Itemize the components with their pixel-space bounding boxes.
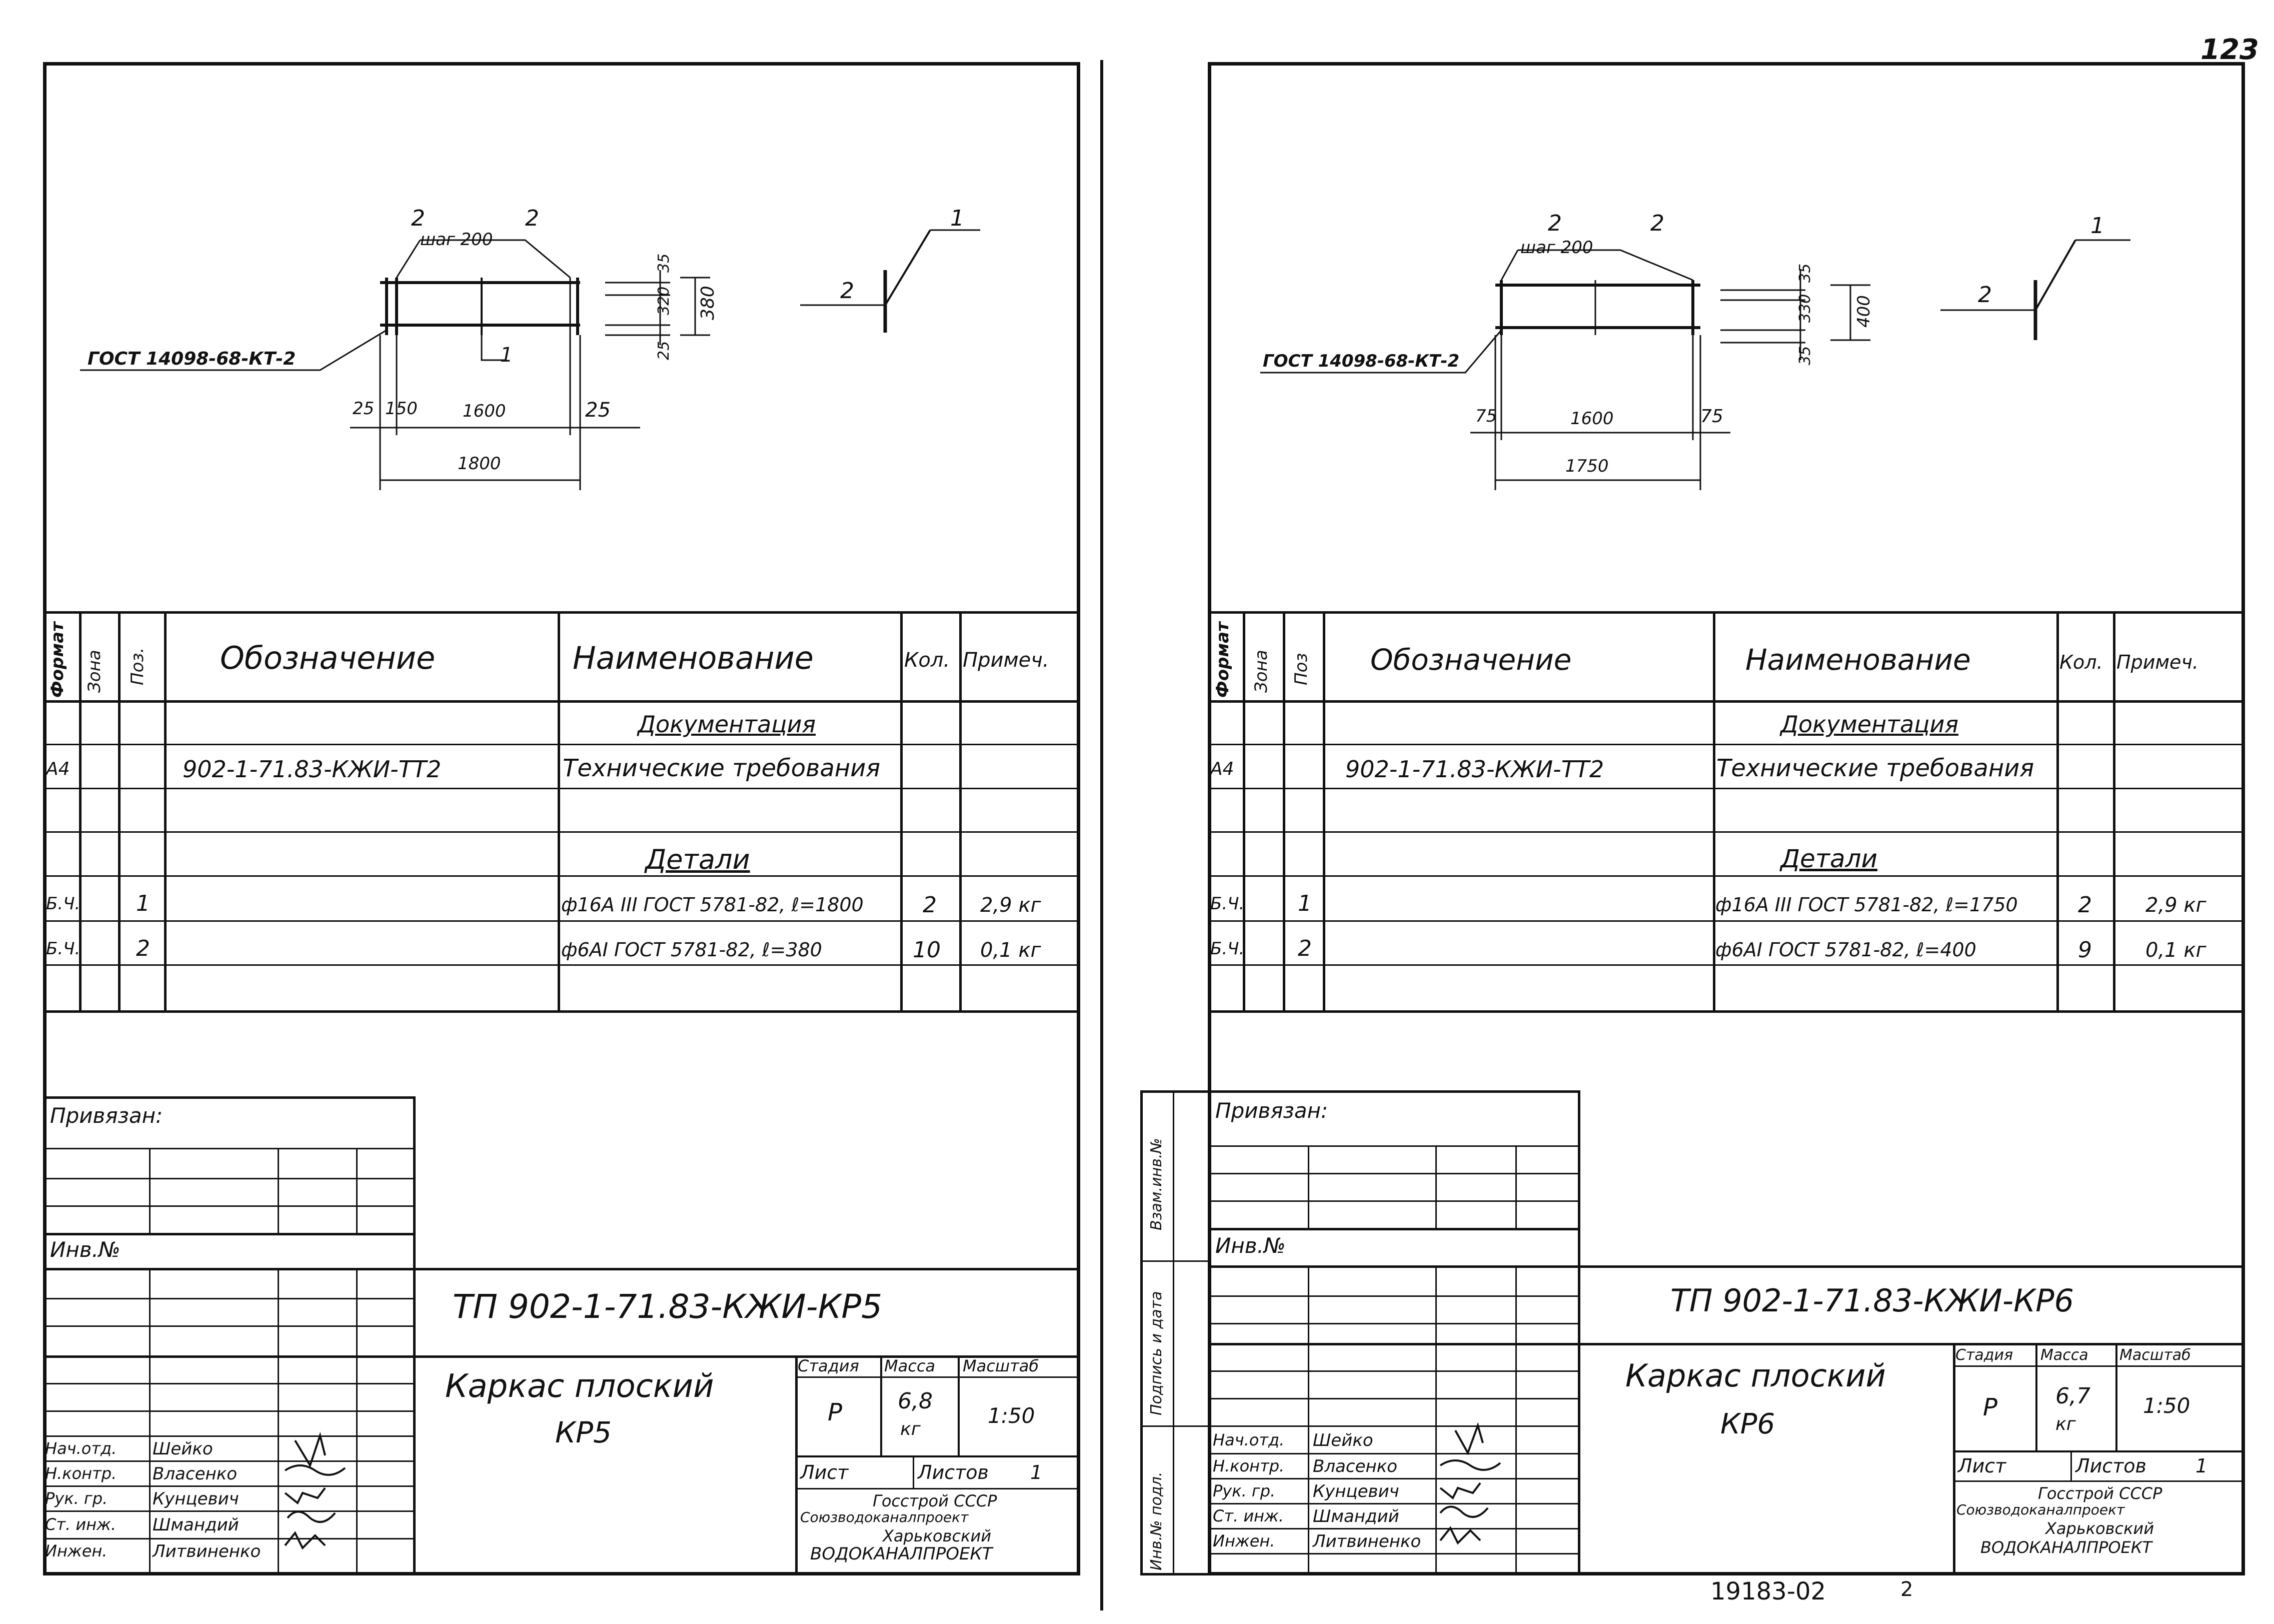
stage-label: Стадия	[1955, 1346, 2013, 1364]
pitch-label: шаг 200	[420, 230, 493, 250]
dimension-label: 1800	[458, 454, 501, 474]
dimension-label: 1750	[1565, 456, 1609, 476]
dimension-label: 1600	[1570, 409, 1614, 429]
attached-label: Привязан:	[1215, 1098, 1328, 1123]
stage-label: Стадия	[798, 1356, 859, 1375]
section-documentation: Документация	[1780, 711, 1959, 738]
pos-label: 2	[1548, 211, 1562, 236]
drawing-title-mark: КР6	[1720, 1408, 1775, 1440]
org-line: Госстрой СССР	[873, 1491, 997, 1510]
pitch-label: шаг 200	[1520, 238, 1593, 258]
dimension-label: 1600	[463, 401, 506, 421]
mass-unit: кг	[900, 1419, 921, 1439]
pos-label: 2	[411, 206, 425, 231]
pos-label: 1	[2090, 213, 2104, 239]
inv-label: Инв.№	[1215, 1233, 1286, 1258]
pos-label: 2	[1650, 211, 1664, 236]
mass-label: Масса	[2040, 1346, 2088, 1364]
pos-label: 2	[525, 206, 539, 231]
mass-value: 6,8	[898, 1388, 933, 1414]
inv-label: Инв.№	[50, 1237, 121, 1262]
dimension-label: 75	[1475, 406, 1497, 426]
scale-value: 1:50	[988, 1403, 1035, 1428]
header-note: Примеч.	[963, 649, 1049, 672]
org-line: Союзводоканалпроект	[800, 1509, 969, 1525]
mass-value: 6,7	[2055, 1383, 2090, 1409]
page-separator	[1100, 60, 1103, 1610]
sheet-label: Лист	[800, 1461, 849, 1483]
org-line: Харьковский	[2045, 1519, 2154, 1538]
header-note: Примеч.	[2116, 651, 2198, 673]
section-documentation: Документация	[638, 711, 816, 738]
gost-weld-label: ГОСТ 14098-68-КТ-2	[1263, 351, 1460, 371]
sheet-label: Лист	[1958, 1455, 2006, 1477]
section-parts: Детали	[645, 844, 750, 875]
dimension-label: 150	[385, 399, 418, 419]
drawing-title: Каркас плоский	[445, 1368, 714, 1405]
attached-label: Привязан:	[50, 1103, 163, 1128]
header-name: Наименование	[1745, 643, 1971, 677]
gost-weld-label: ГОСТ 14098-68-КТ-2	[88, 349, 296, 369]
pos-label: 2	[840, 278, 854, 304]
pos-label: 1	[950, 206, 964, 231]
sheets-count: 1	[1030, 1461, 1043, 1483]
sheets-label: Листов	[2075, 1455, 2146, 1477]
sheet-frame	[43, 62, 1080, 1575]
sheet-frame	[1208, 62, 2245, 1575]
header-name: Наименование	[573, 640, 814, 676]
sheets-label: Листов	[918, 1461, 989, 1483]
drawing-title: Каркас плоский	[1625, 1357, 1886, 1394]
dimension-label: 75	[1700, 406, 1723, 427]
org-line: Союзводоканалпроект	[1956, 1501, 2125, 1518]
org-line: Харьковский	[883, 1526, 991, 1545]
header-designation: Обозначение	[220, 640, 436, 676]
archive-mark: 2	[1900, 1578, 1913, 1601]
section-parts: Детали	[1780, 844, 1878, 873]
scale-value: 1:50	[2143, 1393, 2190, 1418]
stage-value: Р	[828, 1398, 842, 1426]
dimension-label: 25	[585, 399, 611, 422]
stage-value: Р	[1983, 1393, 1997, 1421]
archive-code: 19183-02	[1710, 1577, 1826, 1605]
scale-label: Масштаб	[963, 1356, 1039, 1375]
pos-label: 1	[500, 344, 513, 367]
document-code: ТП 902-1-71.83-КЖИ-КР6	[1670, 1282, 2074, 1319]
org-line: ВОДОКАНАЛПРОЕКТ	[1980, 1538, 2152, 1557]
header-qty: Кол.	[2059, 651, 2103, 673]
page-number: 123	[2200, 34, 2259, 66]
org-line: Госстрой СССР	[2038, 1484, 2162, 1503]
document-code: ТП 902-1-71.83-КЖИ-КР5	[453, 1287, 883, 1326]
scale-label: Масштаб	[2119, 1346, 2191, 1364]
dimension-label: 25	[353, 399, 375, 419]
mass-label: Масса	[884, 1356, 936, 1375]
org-line: ВОДОКАНАЛПРОЕКТ	[810, 1544, 993, 1564]
drawing-title-mark: КР5	[555, 1415, 612, 1449]
header-designation: Обозначение	[1370, 643, 1572, 677]
header-qty: Кол.	[904, 649, 950, 672]
sheets-count: 1	[2195, 1455, 2208, 1477]
pos-label: 2	[1978, 282, 1992, 308]
mass-unit: кг	[2055, 1414, 2076, 1434]
